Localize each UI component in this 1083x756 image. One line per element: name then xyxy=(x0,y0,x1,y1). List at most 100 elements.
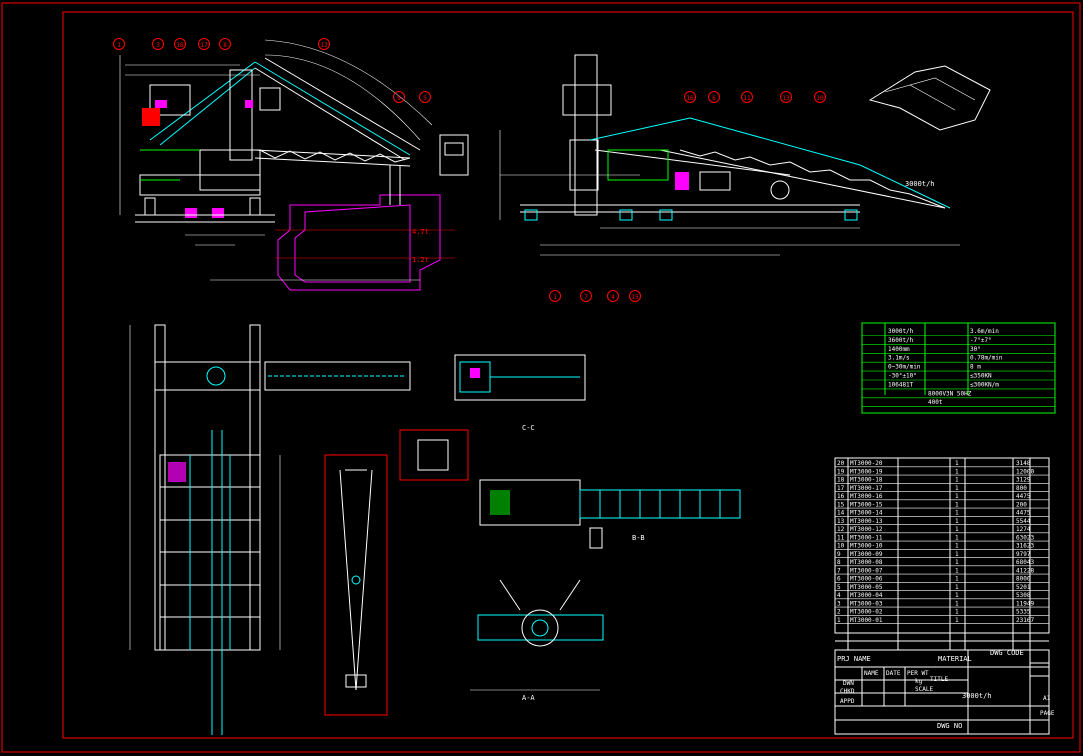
parts-item-weight: 23167 xyxy=(1016,617,1034,624)
svg-text:6: 6 xyxy=(712,95,716,102)
parts-item-no: 11 xyxy=(837,534,845,541)
svg-text:13: 13 xyxy=(782,95,790,102)
parts-item-qty: 1 xyxy=(955,460,959,467)
parts-item-code: MT3000-12 xyxy=(850,526,883,533)
parts-item-qty: 1 xyxy=(955,501,959,508)
callout-balloon: 10 xyxy=(814,91,826,103)
parts-item-code: MT3000-13 xyxy=(850,518,883,525)
parts-item-code: MT3000-15 xyxy=(850,501,883,508)
svg-text:3: 3 xyxy=(156,42,160,49)
spec-value-right: 3.6m/min xyxy=(970,328,999,335)
parts-item-no: 5 xyxy=(837,584,841,591)
svg-text:12: 12 xyxy=(320,42,328,49)
parts-item-no: 10 xyxy=(837,543,845,550)
parts-item-code: MT3000-18 xyxy=(850,477,883,484)
parts-item-weight: 4475 xyxy=(1016,510,1031,517)
svg-text:1: 1 xyxy=(117,42,121,49)
tb-per-wt: PER WT xyxy=(907,670,929,677)
parts-item-qty: 1 xyxy=(955,609,959,616)
tb-date-col: DATE xyxy=(886,670,901,677)
spec-value-left: -30°±10° xyxy=(888,373,917,380)
callout-balloon: 7 xyxy=(580,290,592,302)
parts-item-weight: 5201 xyxy=(1016,584,1031,591)
parts-item-qty: 1 xyxy=(955,600,959,607)
parts-item-code: MT3000-05 xyxy=(850,584,883,591)
parts-item-code: MT3000-20 xyxy=(850,460,883,467)
callout-balloon: 1 xyxy=(113,38,125,50)
section-aa-detail xyxy=(470,579,604,691)
parts-item-qty: 1 xyxy=(955,534,959,541)
svg-text:8: 8 xyxy=(223,42,227,49)
callout-balloon: 16 xyxy=(684,91,696,103)
parts-item-code: MT3000-09 xyxy=(850,551,883,558)
spec-value-left: 106481T xyxy=(888,381,914,388)
parts-item-qty: 1 xyxy=(955,551,959,558)
spec-value-right: -7°±7° xyxy=(970,337,992,344)
parts-item-no: 19 xyxy=(837,468,845,475)
parts-item-weight: 4475 xyxy=(1016,493,1031,500)
tb-kg: kg xyxy=(915,678,923,685)
parts-item-no: 18 xyxy=(837,477,845,484)
section-label-cc: C-C xyxy=(522,424,535,432)
callout-balloon: 12 xyxy=(318,38,330,50)
callout-balloon: 17 xyxy=(198,38,210,50)
callout-balloon: 11 xyxy=(741,91,753,103)
spec-value-left: 3.1m/s xyxy=(888,355,910,362)
tb-dwg-code: DWG CODE xyxy=(990,649,1024,657)
parts-item-no: 13 xyxy=(837,518,845,525)
svg-text:9: 9 xyxy=(397,95,401,102)
parts-item-weight: 5308 xyxy=(1016,592,1031,599)
parts-item-no: 9 xyxy=(837,551,841,558)
section-label-bb: B-B xyxy=(632,534,645,542)
parts-item-weight: 41228 xyxy=(1016,567,1034,574)
svg-text:1: 1 xyxy=(553,294,557,301)
parts-item-qty: 1 xyxy=(955,526,959,533)
parts-item-weight: 1274 xyxy=(1016,526,1031,533)
parts-item-qty: 1 xyxy=(955,510,959,517)
parts-item-no: 4 xyxy=(837,592,841,599)
parts-item-weight: 3129 xyxy=(1016,477,1031,484)
parts-item-code: MT3000-08 xyxy=(850,559,883,566)
parts-item-weight: 800 xyxy=(1016,485,1027,492)
callout-balloon: 8 xyxy=(219,38,231,50)
spec-value-right: ≤350KN xyxy=(970,373,992,380)
tb-chkd: CHKD xyxy=(840,688,855,695)
parts-item-weight: 63023 xyxy=(1016,534,1034,541)
parts-item-no: 16 xyxy=(837,493,845,500)
callouts-bottom-group: 1 7 4 15 xyxy=(549,290,641,302)
parts-item-code: MT3000-04 xyxy=(850,592,883,599)
parts-item-qty: 1 xyxy=(955,584,959,591)
svg-text:15: 15 xyxy=(631,294,639,301)
spec-value-left: 3600t/h xyxy=(888,337,914,344)
tb-dwn: DWN xyxy=(843,680,854,687)
parts-item-weight: 9797 xyxy=(1016,551,1031,558)
spec-value-left: 1400mm xyxy=(888,346,910,353)
parts-item-qty: 1 xyxy=(955,468,959,475)
tb-sheet-size: A1 xyxy=(1043,695,1051,702)
spec-value-span: 8000V3N 50HZ xyxy=(928,390,972,397)
parts-item-no: 20 xyxy=(837,460,845,467)
parts-item-no: 1 xyxy=(837,617,841,624)
spec-value-right: 8 m xyxy=(970,364,981,371)
parts-item-qty: 1 xyxy=(955,617,959,624)
parts-item-no: 17 xyxy=(837,485,845,492)
callout-balloon: 9 xyxy=(393,91,405,103)
parts-item-code: MT3000-19 xyxy=(850,468,883,475)
spec-value-right: 30° xyxy=(970,346,981,353)
parts-list-table xyxy=(834,457,1050,650)
parts-item-weight: 200 xyxy=(1016,501,1027,508)
parts-item-weight: 8000 xyxy=(1016,576,1031,583)
svg-text:16: 16 xyxy=(686,95,694,102)
parts-item-code: MT3000-01 xyxy=(850,617,883,624)
parts-item-qty: 1 xyxy=(955,518,959,525)
parts-item-code: MT3000-07 xyxy=(850,567,883,574)
spec-value-span: 400t xyxy=(928,399,943,406)
parts-item-code: MT3000-06 xyxy=(850,576,883,583)
tb-appd: APPD xyxy=(840,698,855,705)
parts-item-weight: 68043 xyxy=(1016,559,1034,566)
tb-prj-name: PRJ NAME xyxy=(837,655,871,663)
callout-balloon: 1 xyxy=(549,290,561,302)
parts-item-code: MT3000-11 xyxy=(850,534,883,541)
